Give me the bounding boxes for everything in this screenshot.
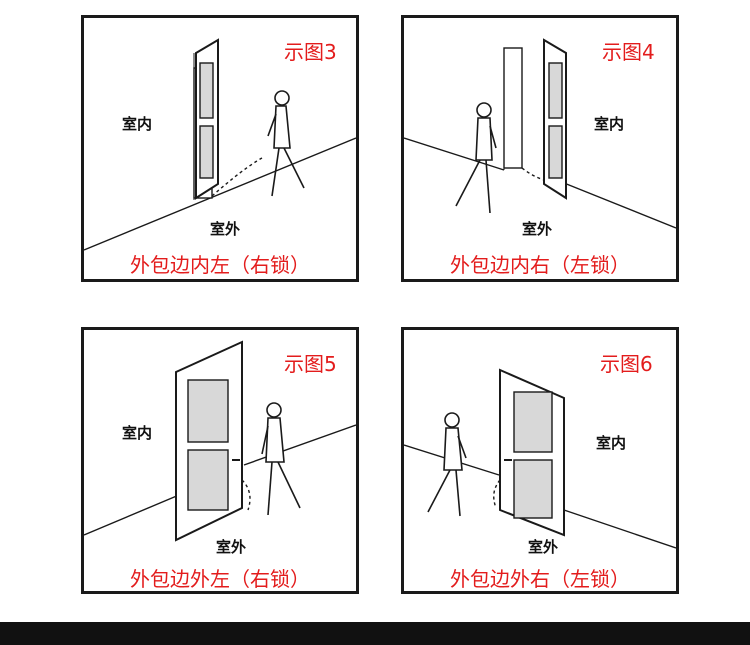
person-figure (261, 402, 301, 516)
indoor-label: 室内 (122, 115, 153, 133)
person-figure (267, 90, 305, 197)
door-diagram-panel-3: 示图3 室内 室外 外包边内左（右锁） (81, 15, 359, 282)
door-illustration-5 (84, 340, 356, 542)
figure-label: 示图4 (602, 40, 655, 64)
door-illustration-3 (84, 38, 356, 251)
outdoor-label: 室外 (216, 538, 247, 556)
panel-caption: 外包边外左（右锁） (130, 567, 310, 591)
person-figure (455, 102, 497, 214)
floor-wall-line (84, 137, 356, 251)
indoor-label: 室内 (122, 424, 153, 442)
door-diagram-panel-5: 示图5 室内 室外 外包边外左（右锁） (81, 327, 359, 594)
figure-label: 示图5 (284, 352, 337, 376)
panel-caption: 外包边外右（左锁） (450, 567, 630, 591)
floor-wall-line-right (563, 182, 676, 229)
indoor-label: 室内 (594, 115, 625, 133)
indoor-label: 室内 (596, 434, 627, 452)
door-diagram-panel-4: 示图4 室内 室外 外包边内右（左锁） (401, 15, 679, 282)
figure-label: 示图3 (284, 40, 337, 64)
door-illustration-4 (404, 38, 676, 229)
person-figure (427, 412, 467, 517)
door-diagram-panel-6: 示图6 室内 室外 外包边外右（左锁） (401, 327, 679, 594)
floor-wall-line-left (84, 494, 180, 536)
outdoor-label: 室外 (528, 538, 559, 556)
panel-caption: 外包边内左（右锁） (130, 253, 310, 277)
door-illustration-6 (404, 368, 676, 549)
bottom-black-bar (0, 622, 750, 645)
outdoor-label: 室外 (522, 220, 553, 238)
floor-wall-line-left (404, 137, 505, 171)
figure-label: 示图6 (600, 352, 653, 376)
panel-caption: 外包边内右（左锁） (450, 253, 630, 277)
floor-wall-line-right (563, 509, 676, 549)
outdoor-label: 室外 (210, 220, 241, 238)
floor-wall-line-right (243, 424, 356, 466)
